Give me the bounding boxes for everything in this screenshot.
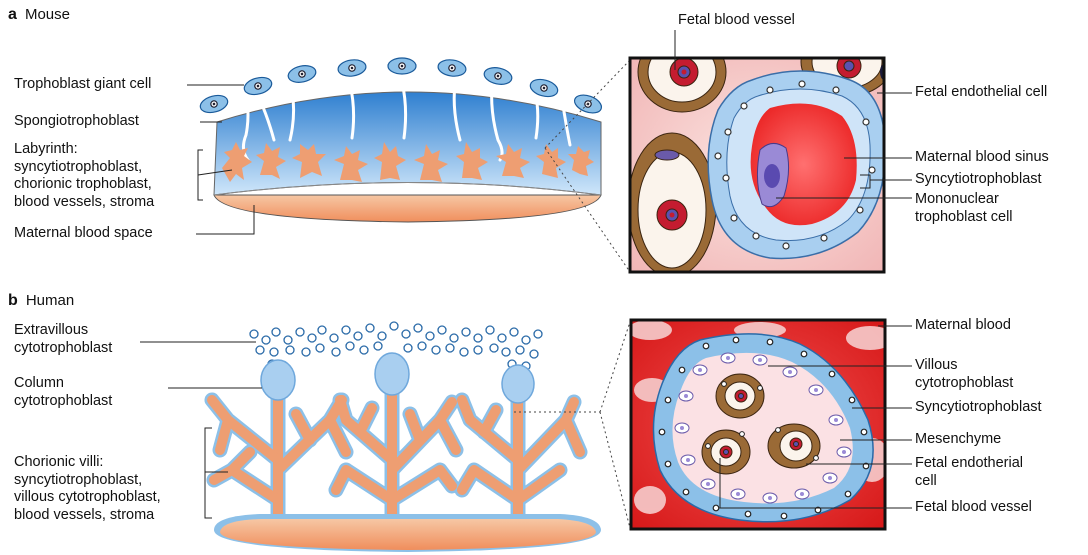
label-fetal-endo-line-1: Fetal endotherial (915, 455, 1023, 473)
label-extravillous-line-1: Extravillous (14, 322, 112, 340)
spongiotrophoblast-dome (214, 92, 601, 195)
label-column-line-1: Column (14, 375, 112, 393)
label-b-syncytiotrophoblast: Syncytiotrophoblast (915, 399, 1042, 417)
label-labyrinth-line-3: chorionic trophoblast, (14, 176, 154, 194)
label-mononuclear-line-2: trophoblast cell (915, 209, 1013, 227)
panel-a-title: Mouse (25, 6, 70, 23)
label-villi-line-3: villous cytotrophoblast, (14, 489, 161, 507)
label-b-fetal-blood-vessel: Fetal blood vessel (915, 499, 1032, 517)
label-villi-line-4: blood vessels, stroma (14, 507, 161, 525)
label-villous-line-1: Villous (915, 357, 1013, 375)
mouse-labyrinth-zoom (628, 28, 893, 277)
label-fetal-endotherial-cell: Fetal endotherial cell (915, 455, 1023, 490)
label-villous-cytotrophoblast: Villous cytotrophoblast (915, 357, 1013, 392)
label-a-fetal-blood-vessel: Fetal blood vessel (678, 12, 795, 30)
panel-a-heading: a Mouse (8, 6, 70, 25)
label-column-cytotrophoblast: Column cytotrophoblast (14, 375, 112, 410)
label-extravillous-line-2: cytotrophoblast (14, 340, 112, 358)
label-mononuclear-trophoblast: Mononuclear trophoblast cell (915, 191, 1013, 226)
label-spongiotrophoblast: Spongiotrophoblast (14, 113, 139, 131)
label-chorionic-villi: Chorionic villi: syncytiotrophoblast, vi… (14, 454, 161, 524)
label-trophoblast-giant-cell: Trophoblast giant cell (14, 76, 151, 94)
label-maternal-blood-space: Maternal blood space (14, 225, 153, 243)
maternal-blood-space-shape (214, 195, 601, 222)
label-fetal-endo-line-2: cell (915, 473, 1023, 491)
panel-b-heading: b Human (8, 292, 74, 311)
label-mesenchyme: Mesenchyme (915, 431, 1001, 449)
human-placenta-schematic (212, 322, 601, 552)
label-villous-line-2: cytotrophoblast (915, 375, 1013, 393)
panel-b-title: Human (26, 292, 74, 309)
panel-a-letter: a (8, 6, 17, 23)
label-extravillous: Extravillous cytotrophoblast (14, 322, 112, 357)
label-villi-line-1: Chorionic villi: (14, 454, 161, 472)
label-maternal-blood: Maternal blood (915, 317, 1011, 335)
label-fetal-endothelial-cell: Fetal endothelial cell (915, 84, 1047, 102)
human-villus-zoom (628, 320, 894, 529)
label-a-syncytiotrophoblast: Syncytiotrophoblast (915, 171, 1042, 189)
label-labyrinth-line-4: blood vessels, stroma (14, 194, 154, 212)
label-labyrinth-line-1: Labyrinth: (14, 141, 154, 159)
label-labyrinth: Labyrinth: syncytiotrophoblast, chorioni… (14, 141, 154, 211)
label-villi-line-2: syncytiotrophoblast, (14, 472, 161, 490)
label-labyrinth-line-2: syncytiotrophoblast, (14, 159, 154, 177)
label-column-line-2: cytotrophoblast (14, 393, 112, 411)
mouse-placenta-schematic (198, 58, 603, 222)
panel-b-letter: b (8, 292, 18, 309)
label-maternal-blood-sinus: Maternal blood sinus (915, 149, 1049, 167)
label-mononuclear-line-1: Mononuclear (915, 191, 1013, 209)
